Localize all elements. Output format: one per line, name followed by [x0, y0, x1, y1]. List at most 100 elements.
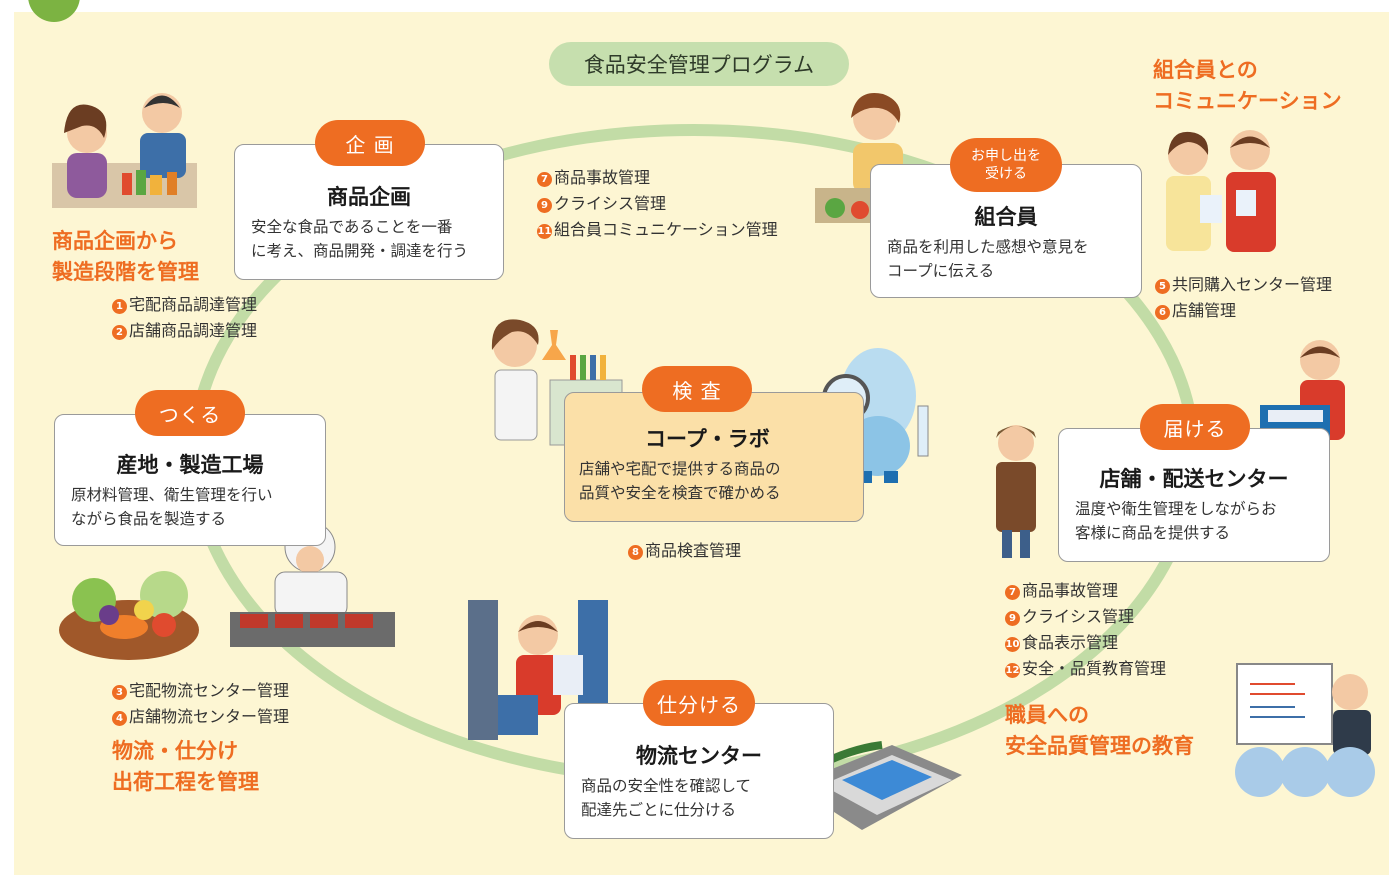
label-planning-control: 商品企画から 製造段階を管理: [52, 226, 199, 288]
card-desc-line: 原材料管理、衛生管理を行い: [71, 486, 273, 504]
mgmt-text: クライシス管理: [554, 194, 667, 213]
program-title: 食品安全管理プログラム: [549, 42, 849, 86]
pill-moushide: お申し出を 受ける: [950, 138, 1062, 192]
mgmt-num: 10: [1005, 637, 1020, 652]
label-logistics-control: 物流・仕分け 出荷工程を管理: [112, 736, 259, 798]
pill-line: 受ける: [985, 166, 1027, 182]
mgmt-text: 共同購入センター管理: [1172, 275, 1333, 294]
card-desc-line: 温度や衛生管理をしながらお: [1075, 500, 1277, 518]
label-line: コミュニケーション: [1153, 89, 1342, 113]
mgmt-num: 9: [537, 198, 552, 213]
pill-kikaku: 企 画: [315, 120, 425, 166]
staff-education-illustration: [1235, 663, 1375, 797]
label-line: 出荷工程を管理: [112, 770, 259, 794]
member-communication-illustration: [1166, 130, 1276, 252]
mgmt-text: 組合員コミュニケーション管理: [554, 220, 778, 239]
card-title: 商品企画: [327, 185, 411, 209]
mgmt-num: 4: [112, 711, 127, 726]
mgmt-text: 安全・品質教育管理: [1022, 659, 1167, 678]
mgmt-num: 12: [1005, 663, 1020, 678]
factory-worker-illustration: [230, 521, 395, 647]
mgmt-text: 宅配物流センター管理: [129, 681, 290, 700]
card-store-delivery: 店舗・配送センター 温度や衛生管理をしながらお 客様に商品を提供する: [1058, 428, 1330, 562]
corner-badge: [28, 0, 80, 22]
mgmt-text: クライシス管理: [1022, 607, 1135, 626]
card-desc-line: コープに伝える: [887, 262, 995, 280]
mgmt-num: 8: [628, 545, 643, 560]
pill-tsukuru: つくる: [135, 390, 245, 436]
mgmt-text: 食品表示管理: [1022, 633, 1119, 652]
card-production: 産地・製造工場 原材料管理、衛生管理を行い ながら食品を製造する: [54, 414, 326, 546]
card-title: 組合員: [974, 205, 1038, 229]
label-line: 商品企画から: [52, 229, 178, 253]
label-line: 職員への: [1005, 703, 1089, 727]
card-desc-line: 店舗や宅配で提供する商品の: [579, 460, 781, 478]
pill-kensa: 検 査: [642, 366, 752, 412]
card-title: 店舗・配送センター: [1099, 467, 1289, 491]
label-line: 物流・仕分け: [112, 739, 238, 763]
card-title: 物流センター: [636, 744, 762, 768]
pill-todokeru: 届ける: [1140, 404, 1250, 450]
card-desc-line: 商品の安全性を確認して: [581, 777, 752, 795]
label-staff-education: 職員への 安全品質管理の教育: [1005, 700, 1194, 762]
mgmt-num: 1: [112, 299, 127, 314]
mgmt-text: 商品事故管理: [1022, 581, 1119, 600]
card-title: 産地・製造工場: [116, 453, 264, 477]
mgmt-text: 商品事故管理: [554, 168, 651, 187]
store-clerk-illustration: [996, 425, 1036, 558]
mgmt-text: 店舗商品調達管理: [129, 321, 258, 340]
card-desc-line: 配達先ごとに仕分ける: [581, 801, 737, 819]
label-line: 製造段階を管理: [52, 260, 199, 284]
mgmt-num: 2: [112, 325, 127, 340]
mgmt-num: 7: [537, 172, 552, 187]
card-desc-line: 商品を利用した感想や意見を: [887, 238, 1089, 256]
card-desc-line: ながら食品を製造する: [71, 510, 227, 528]
card-title: コープ・ラボ: [645, 427, 770, 451]
label-line: 組合員との: [1153, 58, 1258, 82]
card-desc-line: 客様に商品を提供する: [1075, 524, 1231, 542]
planning-meeting-illustration: [52, 93, 197, 208]
logistics-building-illustration: [792, 741, 962, 830]
card-product-planning: 商品企画 安全な食品であることを一番 に考え、商品開発・調達を行う: [234, 144, 504, 280]
mgmt-num: 11: [537, 224, 552, 239]
mgmt-text: 宅配商品調達管理: [129, 295, 258, 314]
mgmt-text: 店舗物流センター管理: [129, 707, 290, 726]
mgmt-num: 9: [1005, 611, 1020, 626]
mgmt-num: 5: [1155, 279, 1170, 294]
mgmt-text: 商品検査管理: [645, 541, 742, 560]
produce-basket-illustration: [59, 571, 199, 660]
mgmt-text: 店舗管理: [1172, 301, 1237, 320]
pill-line: お申し出を: [971, 148, 1041, 164]
pill-shiwakeru: 仕分ける: [643, 680, 755, 726]
card-desc-line: に考え、商品開発・調達を行う: [251, 242, 469, 260]
card-desc-line: 品質や安全を検査で確かめる: [579, 484, 781, 502]
mgmt-num: 3: [112, 685, 127, 700]
label-line: 安全品質管理の教育: [1005, 734, 1194, 758]
card-coop-lab: コープ・ラボ 店舗や宅配で提供する商品の 品質や安全を検査で確かめる: [564, 392, 864, 522]
label-member-communication: 組合員との コミュニケーション: [1153, 55, 1342, 117]
mgmt-num: 6: [1155, 305, 1170, 320]
mgmt-num: 7: [1005, 585, 1020, 600]
card-desc-line: 安全な食品であることを一番: [251, 218, 453, 236]
